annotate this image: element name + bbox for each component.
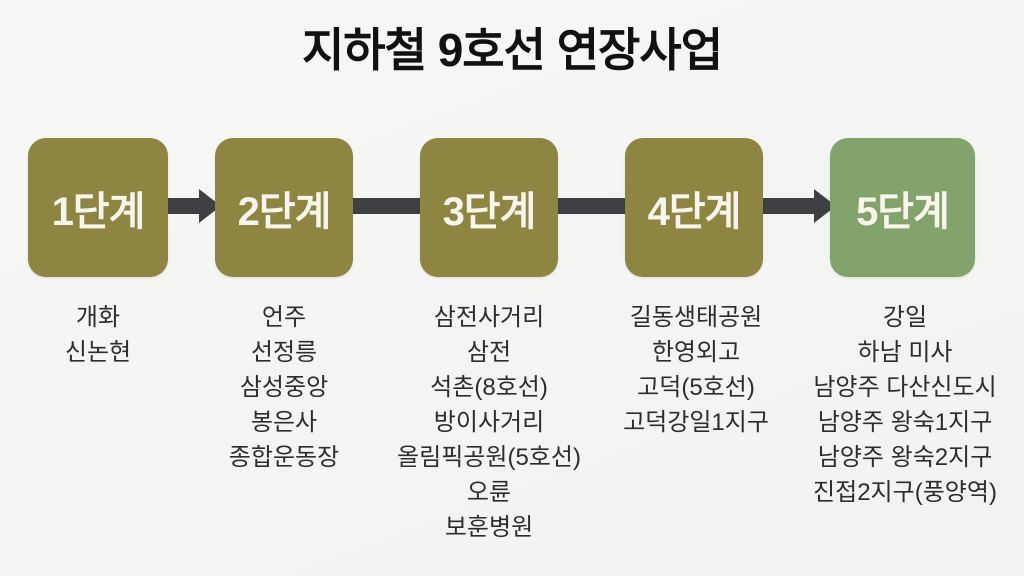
station-name: 남양주 왕숙1지구 bbox=[817, 409, 993, 436]
connector-arrow-3 bbox=[553, 198, 631, 214]
connector-arrow-1 bbox=[163, 189, 221, 223]
stage-label: 2단계 bbox=[237, 189, 332, 234]
station-name: 고덕(5호선) bbox=[637, 374, 755, 401]
station-name: 봉은사 bbox=[250, 409, 318, 436]
connector-arrow-2 bbox=[348, 198, 426, 214]
stage-box-row: 1단계 2단계 3단계 4단계 5단계 bbox=[0, 138, 1024, 278]
station-name: 종합운동장 bbox=[228, 444, 340, 471]
station-name: 진접2지구(풍양역) bbox=[813, 479, 997, 506]
arrow-shaft bbox=[553, 198, 631, 214]
connector-arrow-4 bbox=[758, 189, 836, 223]
stage-label: 1단계 bbox=[51, 189, 146, 234]
station-name: 하남 미사 bbox=[857, 339, 953, 366]
station-name: 올림픽공원(5호선) bbox=[397, 444, 581, 471]
stage-label: 4단계 bbox=[647, 189, 742, 234]
station-name: 석촌(8호선) bbox=[430, 374, 548, 401]
arrow-shaft bbox=[348, 198, 426, 214]
page-title: 지하철 9호선 연장사업 bbox=[301, 24, 723, 76]
station-name: 강일 bbox=[882, 304, 928, 331]
station-name: 오륜 bbox=[466, 479, 512, 506]
station-name: 신논현 bbox=[64, 339, 132, 366]
station-name: 선정릉 bbox=[250, 339, 318, 366]
arrow-shaft bbox=[758, 198, 814, 214]
station-name: 삼성중앙 bbox=[239, 374, 329, 401]
station-name: 고덕강일1지구 bbox=[623, 409, 769, 436]
station-name: 삼전사거리 bbox=[433, 304, 545, 331]
station-name: 방이사거리 bbox=[433, 409, 545, 436]
station-name: 남양주 다산신도시 bbox=[813, 374, 997, 401]
station-name: 언주 bbox=[261, 304, 307, 331]
arrow-shaft bbox=[163, 198, 199, 214]
station-name: 길동생태공원 bbox=[629, 304, 763, 331]
stage-box-3[interactable]: 3단계 bbox=[420, 138, 558, 277]
station-name: 삼전 bbox=[466, 339, 512, 366]
station-name: 보훈병원 bbox=[444, 514, 534, 541]
stage-box-1[interactable]: 1단계 bbox=[28, 138, 168, 277]
stage-label: 5단계 bbox=[856, 189, 950, 234]
station-name: 한영외고 bbox=[651, 339, 741, 366]
station-name: 개화 bbox=[75, 304, 121, 331]
stage-label: 3단계 bbox=[442, 189, 537, 234]
station-name: 남양주 왕숙2지구 bbox=[817, 444, 993, 471]
stage-box-2[interactable]: 2단계 bbox=[215, 138, 353, 277]
stage-box-5[interactable]: 5단계 bbox=[830, 138, 975, 277]
stage-box-4[interactable]: 4단계 bbox=[625, 138, 763, 277]
